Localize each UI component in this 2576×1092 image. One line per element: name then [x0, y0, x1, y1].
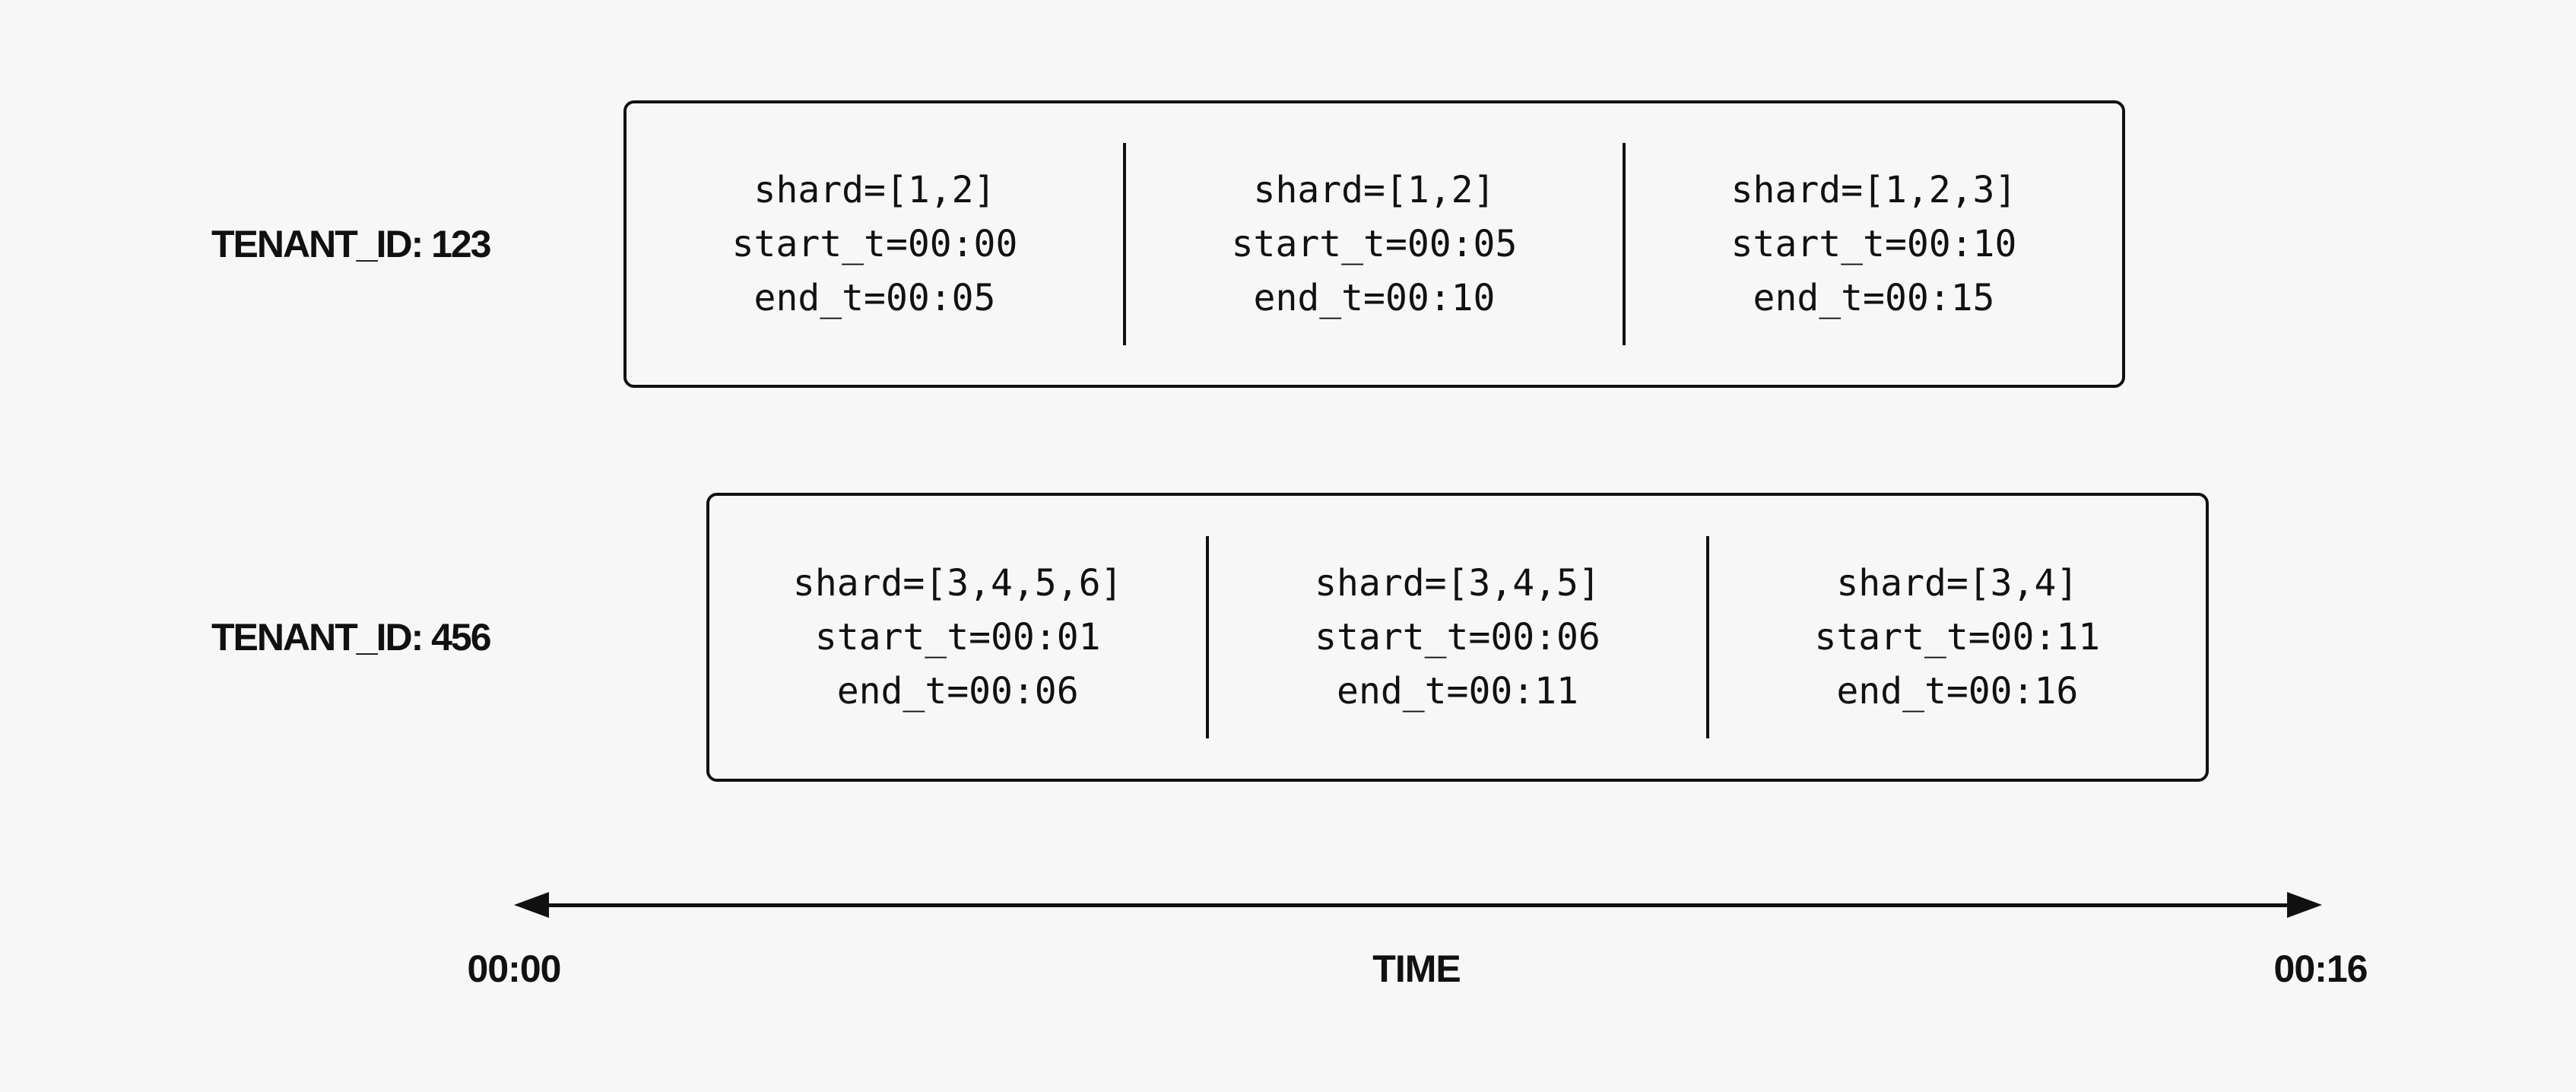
tenant-123-label: TENANT_ID: 123 — [211, 223, 492, 265]
tenant-456-segment-3: shard=[3,4] start_t=00:11 end_t=00:16 — [1709, 496, 2206, 779]
segment-end-time: end_t=00:11 — [1337, 669, 1578, 713]
time-axis-line — [532, 903, 2304, 907]
segment-shard-value: shard=[3,4,5] — [1315, 561, 1600, 605]
segment-shard-value: shard=[1,2] — [1253, 168, 1496, 211]
segment-start-time: start_t=00:05 — [1231, 222, 1518, 265]
arrow-left-icon — [514, 892, 549, 918]
tenant-123-segment-2: shard=[1,2] start_t=00:05 end_t=00:10 — [1126, 103, 1623, 385]
axis-end-time-label: 00:16 — [2273, 948, 2368, 990]
segment-divider — [1705, 536, 1709, 738]
tenant-456-label: TENANT_ID: 456 — [211, 616, 492, 659]
segment-shard-value: shard=[1,2] — [753, 168, 996, 211]
segment-end-time: end_t=00:06 — [836, 669, 1079, 713]
segment-divider — [1623, 143, 1626, 345]
segment-divider — [1206, 536, 1210, 738]
tenant-456-segment-2: shard=[3,4,5] start_t=00:06 end_t=00:11 — [1209, 496, 1705, 779]
segment-end-time: end_t=00:05 — [753, 276, 996, 319]
segment-start-time: start_t=00:10 — [1731, 222, 2017, 265]
segment-shard-value: shard=[3,4,5,6] — [792, 561, 1123, 605]
segment-start-time: start_t=00:11 — [1814, 615, 2101, 659]
tenant-123-segment-1: shard=[1,2] start_t=00:00 end_t=00:05 — [627, 103, 1123, 385]
tenant-456-segment-1: shard=[3,4,5,6] start_t=00:01 end_t=00:0… — [709, 496, 1206, 779]
segment-shard-value: shard=[3,4] — [1836, 561, 2079, 605]
arrow-right-icon — [2287, 892, 2322, 918]
segment-divider — [1123, 143, 1126, 345]
segment-start-time: start_t=00:00 — [731, 222, 1018, 265]
segment-end-time: end_t=00:10 — [1253, 276, 1496, 319]
segment-end-time: end_t=00:15 — [1753, 276, 1995, 319]
segment-start-time: start_t=00:06 — [1315, 615, 1600, 659]
segment-shard-value: shard=[1,2,3] — [1731, 168, 2017, 211]
axis-title: TIME — [1372, 948, 1461, 990]
segment-end-time: end_t=00:16 — [1836, 669, 2079, 713]
segment-start-time: start_t=00:01 — [814, 615, 1101, 659]
tenant-123-segment-3: shard=[1,2,3] start_t=00:10 end_t=00:15 — [1626, 103, 2122, 385]
axis-start-time-label: 00:00 — [467, 948, 562, 990]
tenant-456-schedule-box: shard=[3,4,5,6] start_t=00:01 end_t=00:0… — [706, 493, 2209, 782]
tenant-123-schedule-box: shard=[1,2] start_t=00:00 end_t=00:05 sh… — [623, 100, 2125, 388]
